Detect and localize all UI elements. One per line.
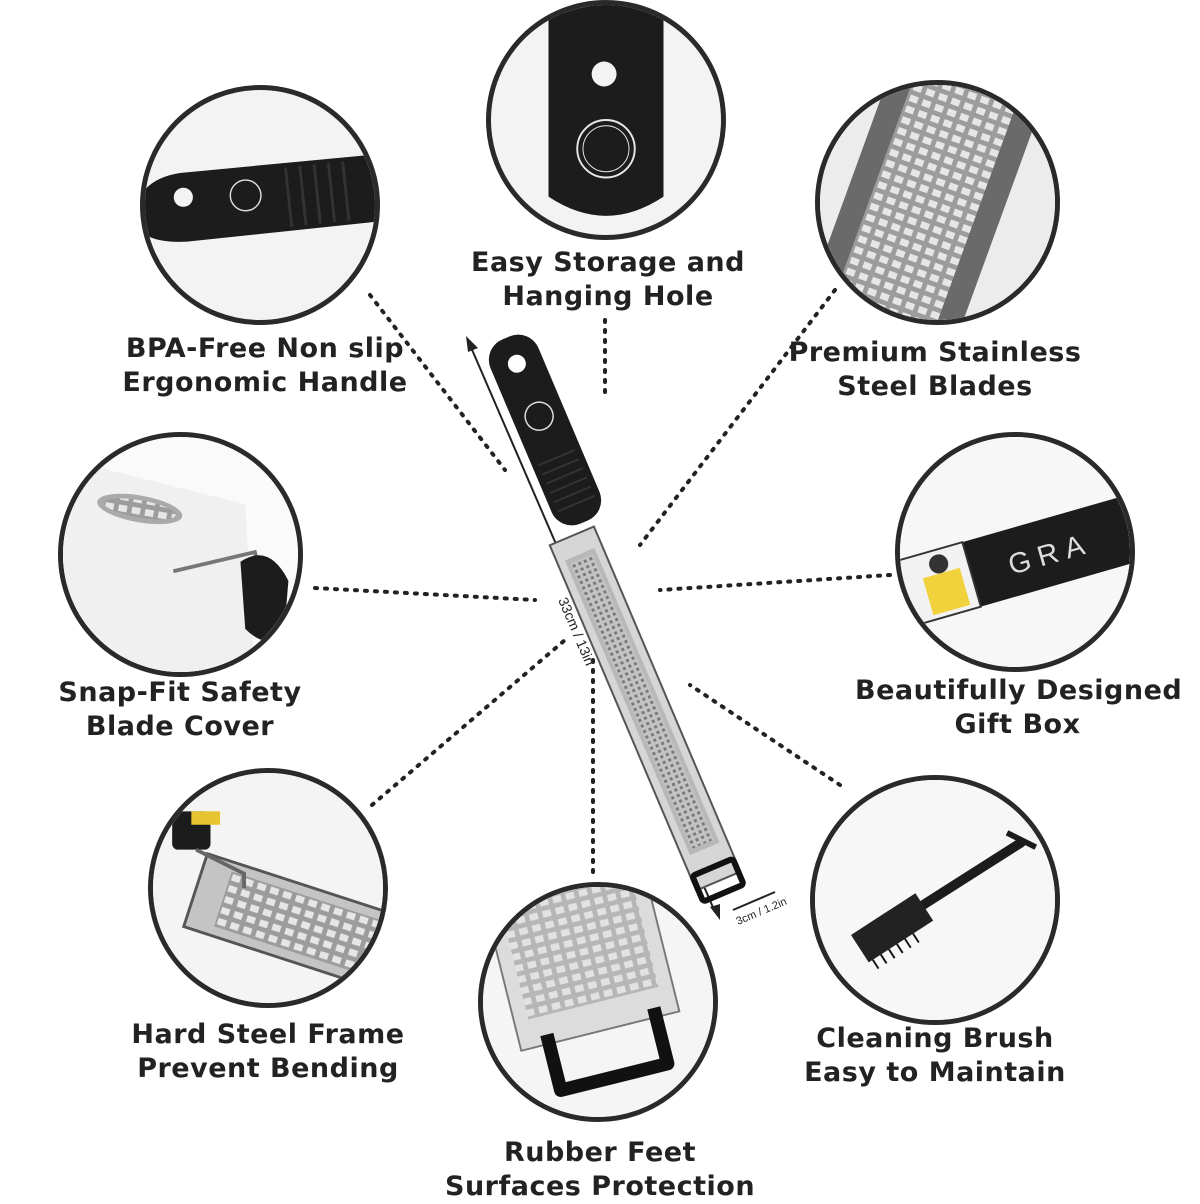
connector-cover — [313, 586, 537, 602]
zester-handle — [488, 334, 602, 526]
handle-hole-icon — [548, 5, 664, 216]
width-dimension-line — [732, 891, 776, 911]
handle-circle — [140, 85, 380, 325]
brush-circle — [810, 775, 1060, 1025]
connector-giftbox — [658, 573, 892, 592]
cleaning-brush-icon — [815, 780, 1055, 1020]
cover-circle — [58, 432, 303, 677]
blades-circle — [815, 80, 1060, 325]
blade-cover-icon — [63, 437, 298, 672]
steel-blade-icon — [820, 85, 1055, 320]
connector-frame — [370, 638, 567, 807]
giftbox-circle: GRA — [895, 432, 1135, 672]
connector-brush — [688, 683, 842, 787]
ergonomic-handle-icon — [145, 154, 375, 242]
connector-blades — [638, 288, 837, 547]
gift-box-icon: GRA — [900, 437, 1130, 667]
feet-circle — [478, 882, 718, 1122]
width-label: 3cm / 1.2in — [734, 896, 788, 928]
connector-handle — [368, 293, 507, 472]
steel-frame-icon — [153, 773, 383, 1003]
frame-circle — [148, 768, 388, 1008]
storage-circle — [486, 0, 726, 240]
rubber-feet-icon — [483, 887, 713, 1117]
